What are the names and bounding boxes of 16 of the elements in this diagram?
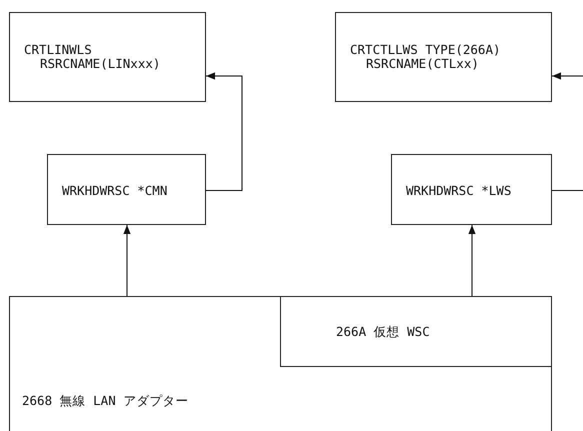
node-label: CRTLINWLS RSRCNAME(LINxxx): [24, 43, 162, 71]
process-box: [280, 296, 552, 367]
node-label: WRKHDWRSC *CMN: [62, 184, 168, 198]
arrow: [552, 72, 583, 191]
arrow: [206, 72, 242, 191]
node-label: 2668 無線 LAN アダプター: [22, 394, 190, 408]
node-label: CRTCTLLWS TYPE(266A) RSRCNAME(CTLxx): [350, 43, 502, 71]
process-box: [391, 154, 552, 225]
process-box: [9, 12, 206, 102]
arrow: [468, 224, 476, 296]
process-box: [47, 154, 206, 225]
process-box: [335, 12, 552, 102]
process-box: [9, 296, 552, 431]
node-label: WRKHDWRSC *LWS: [406, 184, 512, 198]
node-label: 266A 仮想 WSC: [336, 325, 431, 339]
arrow: [123, 224, 131, 296]
